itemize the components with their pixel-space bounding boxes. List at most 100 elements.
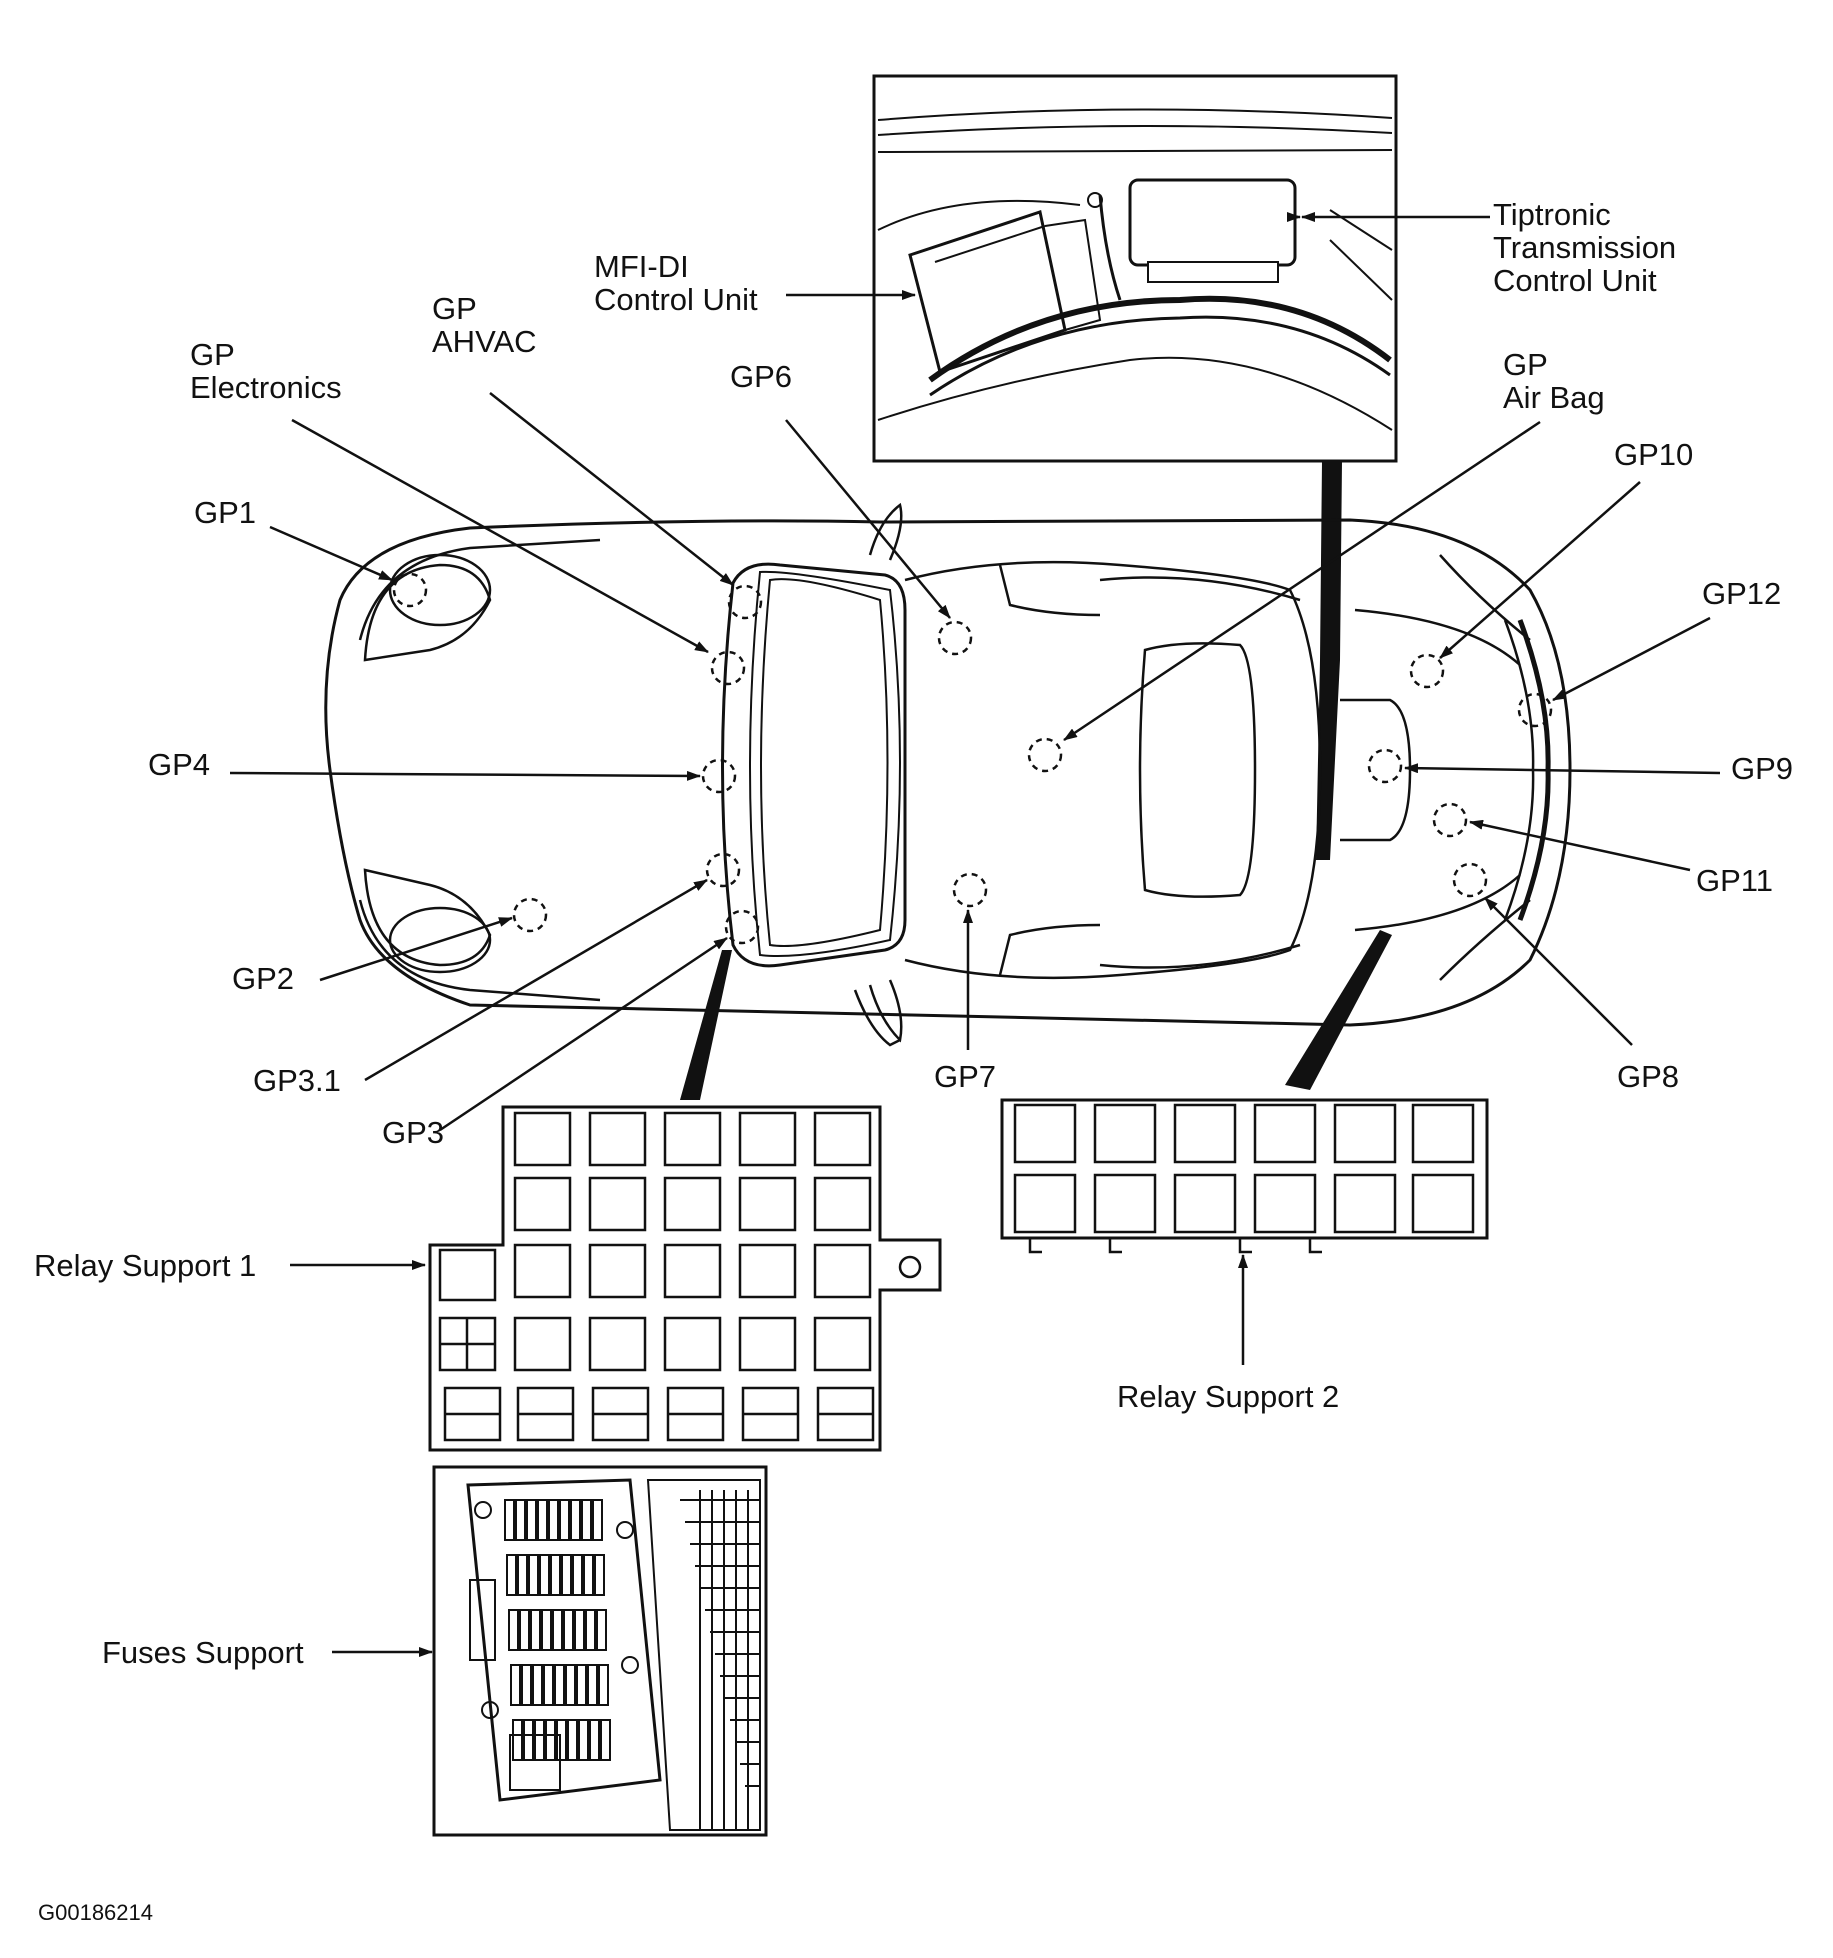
fuse <box>543 1664 554 1706</box>
fuse <box>559 1499 570 1541</box>
fuse <box>600 1719 611 1761</box>
relay-socket <box>738 1111 797 1167</box>
gp-electronics-line-1: GP <box>190 337 235 372</box>
gp-airbag-line-1: GP <box>1503 347 1548 382</box>
gp10-marker <box>1409 653 1445 689</box>
relay-socket <box>813 1176 872 1232</box>
relay-socket <box>738 1316 797 1372</box>
relay-socket <box>1253 1103 1317 1164</box>
fuse <box>585 1609 596 1651</box>
gp4-marker <box>701 758 737 794</box>
fuse <box>548 1499 559 1541</box>
fuse <box>526 1499 537 1541</box>
gp-airbag-marker <box>1027 737 1063 773</box>
gp6-marker <box>937 620 973 656</box>
figure-id: G00186214 <box>38 1900 153 1925</box>
fuse <box>537 1499 548 1541</box>
fuse <box>539 1554 550 1596</box>
fuse <box>576 1664 587 1706</box>
fuse <box>508 1609 519 1651</box>
gp11-marker <box>1432 802 1468 838</box>
relay-socket <box>813 1111 872 1167</box>
mfi-label: MFI-DI Control Unit <box>594 250 758 316</box>
tiptronic-line-2: Transmission <box>1493 230 1677 265</box>
gp12-label: GP12 <box>1702 576 1782 611</box>
tiptronic-line-1: Tiptronic <box>1493 197 1611 232</box>
relay-socket <box>1013 1173 1077 1234</box>
fuses-support-label: Fuses Support <box>102 1635 304 1670</box>
relay-socket <box>588 1111 647 1167</box>
relay-socket <box>588 1316 647 1372</box>
gp8-marker <box>1452 862 1488 898</box>
leader-lines <box>229 212 1721 1657</box>
relay-socket <box>1253 1173 1317 1234</box>
relay-socket <box>438 1248 497 1302</box>
relay-socket <box>813 1316 872 1372</box>
relay-socket <box>738 1243 797 1299</box>
relay-socket <box>1411 1103 1475 1164</box>
fuse <box>572 1554 583 1596</box>
relay-socket <box>1173 1173 1237 1234</box>
gp2-label: GP2 <box>232 961 295 996</box>
fuse <box>515 1499 526 1541</box>
fuse <box>581 1499 592 1541</box>
relay-socket <box>1093 1173 1157 1234</box>
gp4-label: GP4 <box>148 747 211 782</box>
fuse <box>594 1554 605 1596</box>
gp-electronics-label: GP Electronics <box>190 338 342 404</box>
fuse <box>521 1664 532 1706</box>
gp3-marker <box>724 909 760 945</box>
fuse <box>589 1719 600 1761</box>
fuse <box>598 1664 609 1706</box>
gp8-label: GP8 <box>1617 1059 1680 1094</box>
fuse <box>565 1664 576 1706</box>
fuse <box>534 1719 545 1761</box>
fuse <box>574 1609 585 1651</box>
relay-socket <box>513 1243 572 1299</box>
fuse <box>592 1499 603 1541</box>
gp-airbag-line-2: Air Bag <box>1503 380 1605 415</box>
relay-support-2-label: Relay Support 2 <box>1117 1379 1340 1414</box>
gp1-label: GP1 <box>194 495 257 530</box>
relay-socket <box>513 1316 572 1372</box>
relay-socket <box>513 1176 572 1232</box>
gp2-marker <box>512 897 548 933</box>
gp1-marker <box>392 572 428 608</box>
relay-socket <box>1173 1103 1237 1164</box>
fuse <box>528 1554 539 1596</box>
gp11-label: GP11 <box>1696 863 1773 898</box>
fuse <box>587 1664 598 1706</box>
gp-ahvac-marker <box>727 584 763 620</box>
relay-socket <box>588 1176 647 1232</box>
fuse <box>556 1719 567 1761</box>
fuse <box>567 1719 578 1761</box>
relay-socket <box>1093 1103 1157 1164</box>
relay-support-2-pointer <box>1285 930 1392 1090</box>
relay-socket <box>1411 1173 1475 1234</box>
fuse <box>561 1554 572 1596</box>
fuse <box>532 1664 543 1706</box>
fuse <box>504 1499 515 1541</box>
gp-ahvac-line-1: GP <box>432 291 477 326</box>
fuse <box>578 1719 589 1761</box>
mfi-line-1: MFI-DI <box>594 249 689 284</box>
gp-electronics-line-2: Electronics <box>190 370 342 405</box>
gp12-marker <box>1517 692 1553 728</box>
tiptronic-line-3: Control Unit <box>1493 263 1657 298</box>
relay-socket <box>663 1176 722 1232</box>
relay-socket <box>588 1243 647 1299</box>
relay-support-1-panel <box>428 1105 942 1452</box>
relay-socket <box>1013 1103 1077 1164</box>
gp-markers <box>392 572 1553 945</box>
relay-support-1-label: Relay Support 1 <box>34 1248 257 1283</box>
fuse <box>596 1609 607 1651</box>
gp10-label: GP10 <box>1614 437 1694 472</box>
gp-electronics-marker <box>710 650 746 686</box>
fuse <box>554 1664 565 1706</box>
relay-socket <box>663 1243 722 1299</box>
gp9-label: GP9 <box>1731 751 1794 786</box>
relay-socket <box>1333 1173 1397 1234</box>
gp6-label: GP6 <box>730 359 793 394</box>
relay-support-2-panel <box>1000 1098 1489 1254</box>
fuse <box>519 1609 530 1651</box>
